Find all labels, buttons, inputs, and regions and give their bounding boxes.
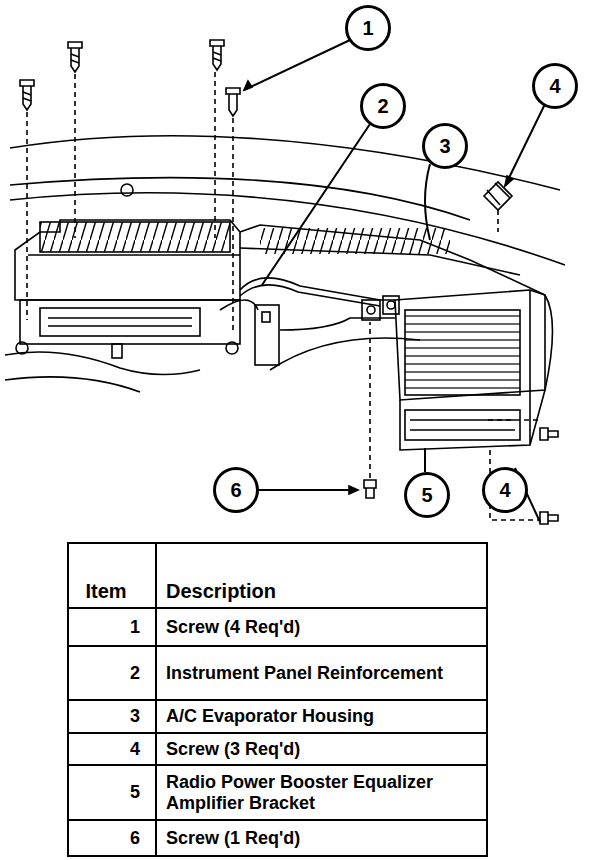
callout-number: 4 [499, 479, 510, 502]
table-item-number: 3 [72, 706, 140, 727]
table-description: Screw (3 Req'd) [166, 739, 466, 760]
callout-circle: 3 [422, 123, 468, 169]
callout-circle: 1 [345, 5, 391, 51]
callout-circle: 6 [213, 467, 259, 513]
table-item-number: 1 [72, 617, 140, 638]
callout-circle: 2 [360, 83, 406, 129]
table-item-number: 4 [72, 739, 140, 760]
table-description: Screw (4 Req'd) [166, 617, 466, 638]
table-description: Screw (1 Req'd) [166, 828, 466, 849]
callout-number: 4 [549, 75, 560, 98]
table-description: Instrument Panel Reinforcement [166, 663, 466, 684]
callout-number: 3 [439, 135, 450, 158]
table-item-number: 6 [72, 828, 140, 849]
callout-number: 5 [421, 484, 432, 507]
callout-circle: 4 [532, 63, 578, 109]
table-item-number: 2 [72, 663, 140, 684]
table-description: Radio Power Booster Equalizer Amplifier … [166, 772, 466, 814]
callout-number: 1 [362, 17, 373, 40]
table-description: A/C Evaporator Housing [166, 706, 466, 727]
table-header: Item [72, 581, 140, 602]
table-header: Description [166, 581, 466, 602]
callout-number: 2 [377, 95, 388, 118]
callout-circle: 5 [404, 472, 450, 518]
table-item-number: 5 [72, 782, 140, 803]
callout-number: 6 [230, 479, 241, 502]
callout-circle: 4 [482, 467, 528, 513]
